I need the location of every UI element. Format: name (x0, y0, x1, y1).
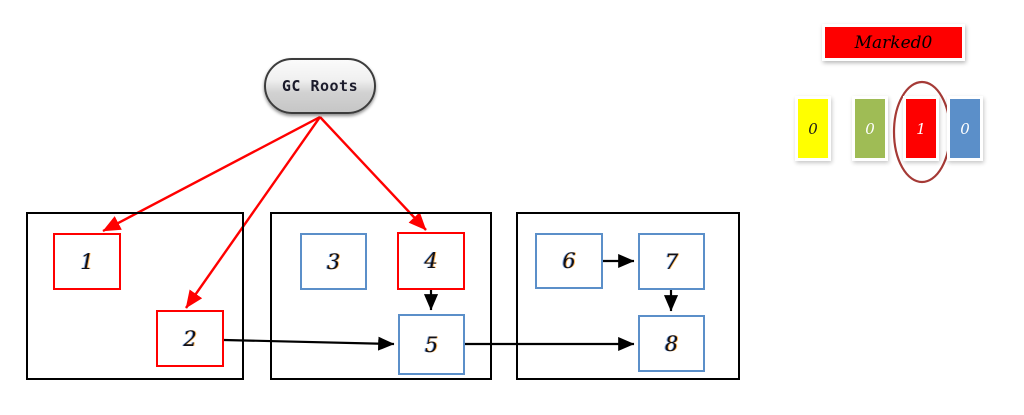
object-node-6-label: 6 (562, 249, 576, 273)
object-node-2[interactable]: 2 (156, 310, 224, 367)
edge-2-to-5 (223, 336, 395, 351)
object-node-2-label: 2 (183, 326, 197, 351)
object-node-6[interactable]: 6 (535, 233, 603, 289)
object-node-5[interactable]: 5 (398, 314, 465, 375)
legend-bar-0-value: 0 (808, 119, 818, 138)
legend-bar-2[interactable]: 1 (903, 96, 939, 161)
object-node-4[interactable]: 4 (397, 232, 465, 290)
object-node-5-label: 5 (424, 332, 439, 357)
object-node-8[interactable]: 8 (638, 315, 705, 372)
legend-banner-label: Marked0 (854, 32, 933, 53)
object-node-4-label: 4 (424, 249, 438, 273)
object-node-8-label: 8 (664, 331, 679, 356)
object-node-1[interactable]: 1 (53, 233, 121, 290)
legend-bar-1[interactable]: 0 (852, 96, 888, 161)
gc-roots-node[interactable]: GC Roots (264, 58, 376, 114)
memory-region-1[interactable] (26, 212, 244, 380)
object-node-7[interactable]: 7 (638, 233, 705, 290)
object-node-3-label: 3 (326, 249, 341, 274)
edge-gcroots-to-4 (319, 116, 427, 231)
gc-roots-label: GC Roots (281, 77, 359, 95)
legend-bar-1-value: 0 (865, 119, 875, 138)
object-node-7-label: 7 (664, 249, 679, 274)
legend-bar-2-value: 1 (916, 119, 926, 138)
memory-region-3[interactable] (516, 212, 740, 380)
object-node-1-label: 1 (80, 249, 94, 274)
legend-banner[interactable]: Marked0 (822, 24, 965, 61)
legend-bar-3-value: 0 (960, 119, 970, 138)
memory-region-2[interactable] (270, 212, 492, 380)
legend-bar-3[interactable]: 0 (947, 96, 983, 161)
object-node-3[interactable]: 3 (300, 233, 367, 290)
legend-bar-0[interactable]: 0 (795, 96, 831, 161)
edge-gcroots-to-2 (185, 116, 321, 309)
